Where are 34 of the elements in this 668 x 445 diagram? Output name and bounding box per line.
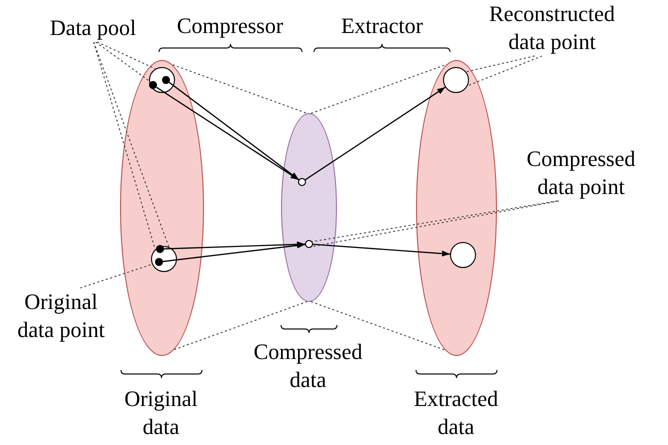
group-caption: Compressed data bbox=[252, 338, 364, 394]
group-caption: Original data bbox=[123, 385, 199, 441]
leader-line bbox=[96, 42, 156, 70]
arrow bbox=[304, 86, 446, 180]
arrow bbox=[164, 241, 306, 250]
data-point-circle bbox=[450, 242, 476, 268]
data-dot bbox=[162, 76, 170, 84]
projection-line bbox=[310, 64, 448, 114]
projection-line bbox=[310, 301, 446, 351]
stage-label: Extractor bbox=[340, 12, 424, 40]
data-point-circle bbox=[151, 246, 177, 272]
projection-line bbox=[174, 301, 308, 350]
data-point-circle bbox=[149, 67, 175, 93]
group-caption: Extracted data bbox=[412, 385, 500, 441]
leader-line bbox=[80, 264, 153, 288]
stage-label: Compressor bbox=[176, 12, 284, 40]
arrow bbox=[312, 244, 450, 257]
data-point-circle bbox=[443, 67, 469, 93]
callout-text: Compressed data point bbox=[506, 145, 656, 201]
callout-text: Data pool bbox=[43, 14, 143, 42]
data-point-circle bbox=[305, 240, 313, 248]
leader-line bbox=[466, 56, 536, 72]
leader-line bbox=[467, 56, 542, 86]
projection-line bbox=[172, 64, 308, 114]
callout-text: Reconstructed data point bbox=[477, 0, 627, 56]
callout-text: Original data point bbox=[5, 288, 117, 344]
data-dot bbox=[156, 244, 164, 253]
leader-line bbox=[95, 42, 150, 82]
data-point-circle bbox=[298, 178, 306, 186]
leader-line bbox=[93, 42, 170, 248]
leader-line bbox=[93, 42, 156, 250]
arrow bbox=[162, 242, 306, 262]
data-dot bbox=[154, 258, 163, 266]
data-dot bbox=[148, 80, 157, 89]
